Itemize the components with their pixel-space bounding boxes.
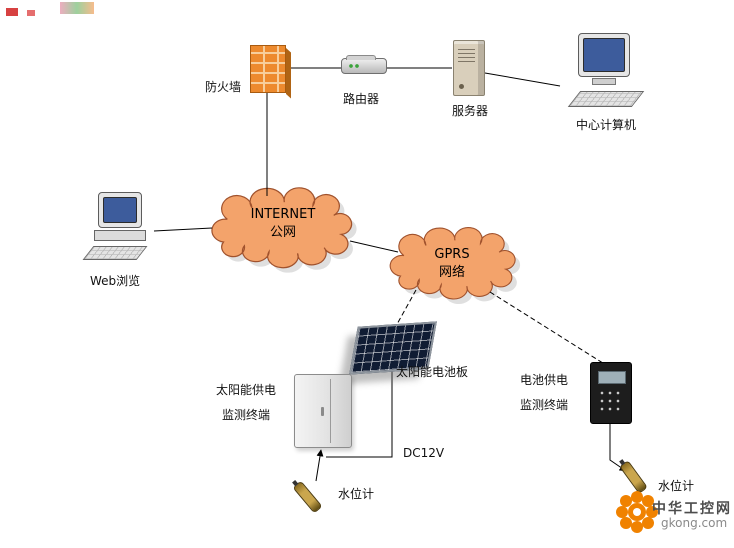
firewall-icon: [250, 45, 286, 93]
keyboard-icon: [82, 246, 148, 260]
water-gauge-right-label: 水位计: [658, 479, 695, 493]
battery-terminal-label: 电池供电 监测终端: [506, 368, 582, 418]
monitor-screen: [583, 38, 625, 72]
scan-artifact: [6, 8, 18, 16]
solar-panel-label: 太阳能电池板: [396, 365, 469, 379]
connector-panel-dc12v: [326, 370, 393, 458]
gprs-cloud-line1: GPRS: [434, 247, 470, 262]
router-icon: [341, 55, 387, 74]
connector-cabinet-probe: [315, 449, 324, 482]
gprs-cloud-line2: 网络: [438, 265, 465, 280]
connector-web-internet: [153, 227, 213, 232]
keyboard-icon: [567, 91, 645, 107]
internet-cloud-line1: INTERNET: [250, 207, 316, 222]
monitor-icon: [98, 192, 142, 228]
internet-cloud-text: INTERNET 公网: [223, 206, 343, 242]
server-label: 服务器: [452, 104, 489, 118]
router-label: 路由器: [343, 92, 380, 106]
server-icon: [453, 40, 485, 96]
dc12v-label: DC12V: [403, 446, 445, 460]
firewall-label: 防火墙: [205, 80, 242, 94]
water-gauge-left-label: 水位计: [338, 487, 375, 501]
central-computer-icon: [556, 33, 646, 111]
solar-terminal-label-line2: 监测终端: [221, 408, 270, 422]
connector-internet-gprs: [349, 240, 399, 253]
solar-terminal-label: 太阳能供电 监测终端: [208, 378, 284, 428]
monitor-stand: [592, 78, 616, 85]
central-computer-label: 中心计算机: [576, 118, 637, 132]
connector-gprs-battery-dashed: [489, 291, 607, 366]
battery-terminal-label-line2: 监测终端: [519, 398, 568, 412]
battery-terminal-label-line1: 电池供电: [519, 373, 568, 387]
internet-cloud-line2: 公网: [269, 225, 296, 240]
gprs-cloud-text: GPRS 网络: [410, 246, 494, 282]
solar-terminal-label-line1: 太阳能供电: [215, 383, 276, 397]
connector-gprs-solar-dashed: [395, 289, 417, 327]
monitor-screen: [103, 197, 137, 223]
monitor-icon: [578, 33, 630, 77]
scan-artifact: [27, 10, 35, 16]
watermark-site-name: 中华工控网: [652, 501, 732, 517]
web-browse-computer-icon: [82, 192, 158, 266]
computer-case-icon: [94, 230, 146, 241]
web-browse-label: Web浏览: [90, 274, 141, 288]
gkong-flower-icon: [628, 503, 646, 521]
connector-server-computer: [484, 72, 561, 87]
scan-artifact: [60, 2, 94, 14]
watermark-site-url: gkong.com: [661, 516, 728, 530]
battery-terminal-icon: [590, 362, 632, 424]
solar-terminal-cabinet-icon: [294, 374, 352, 448]
